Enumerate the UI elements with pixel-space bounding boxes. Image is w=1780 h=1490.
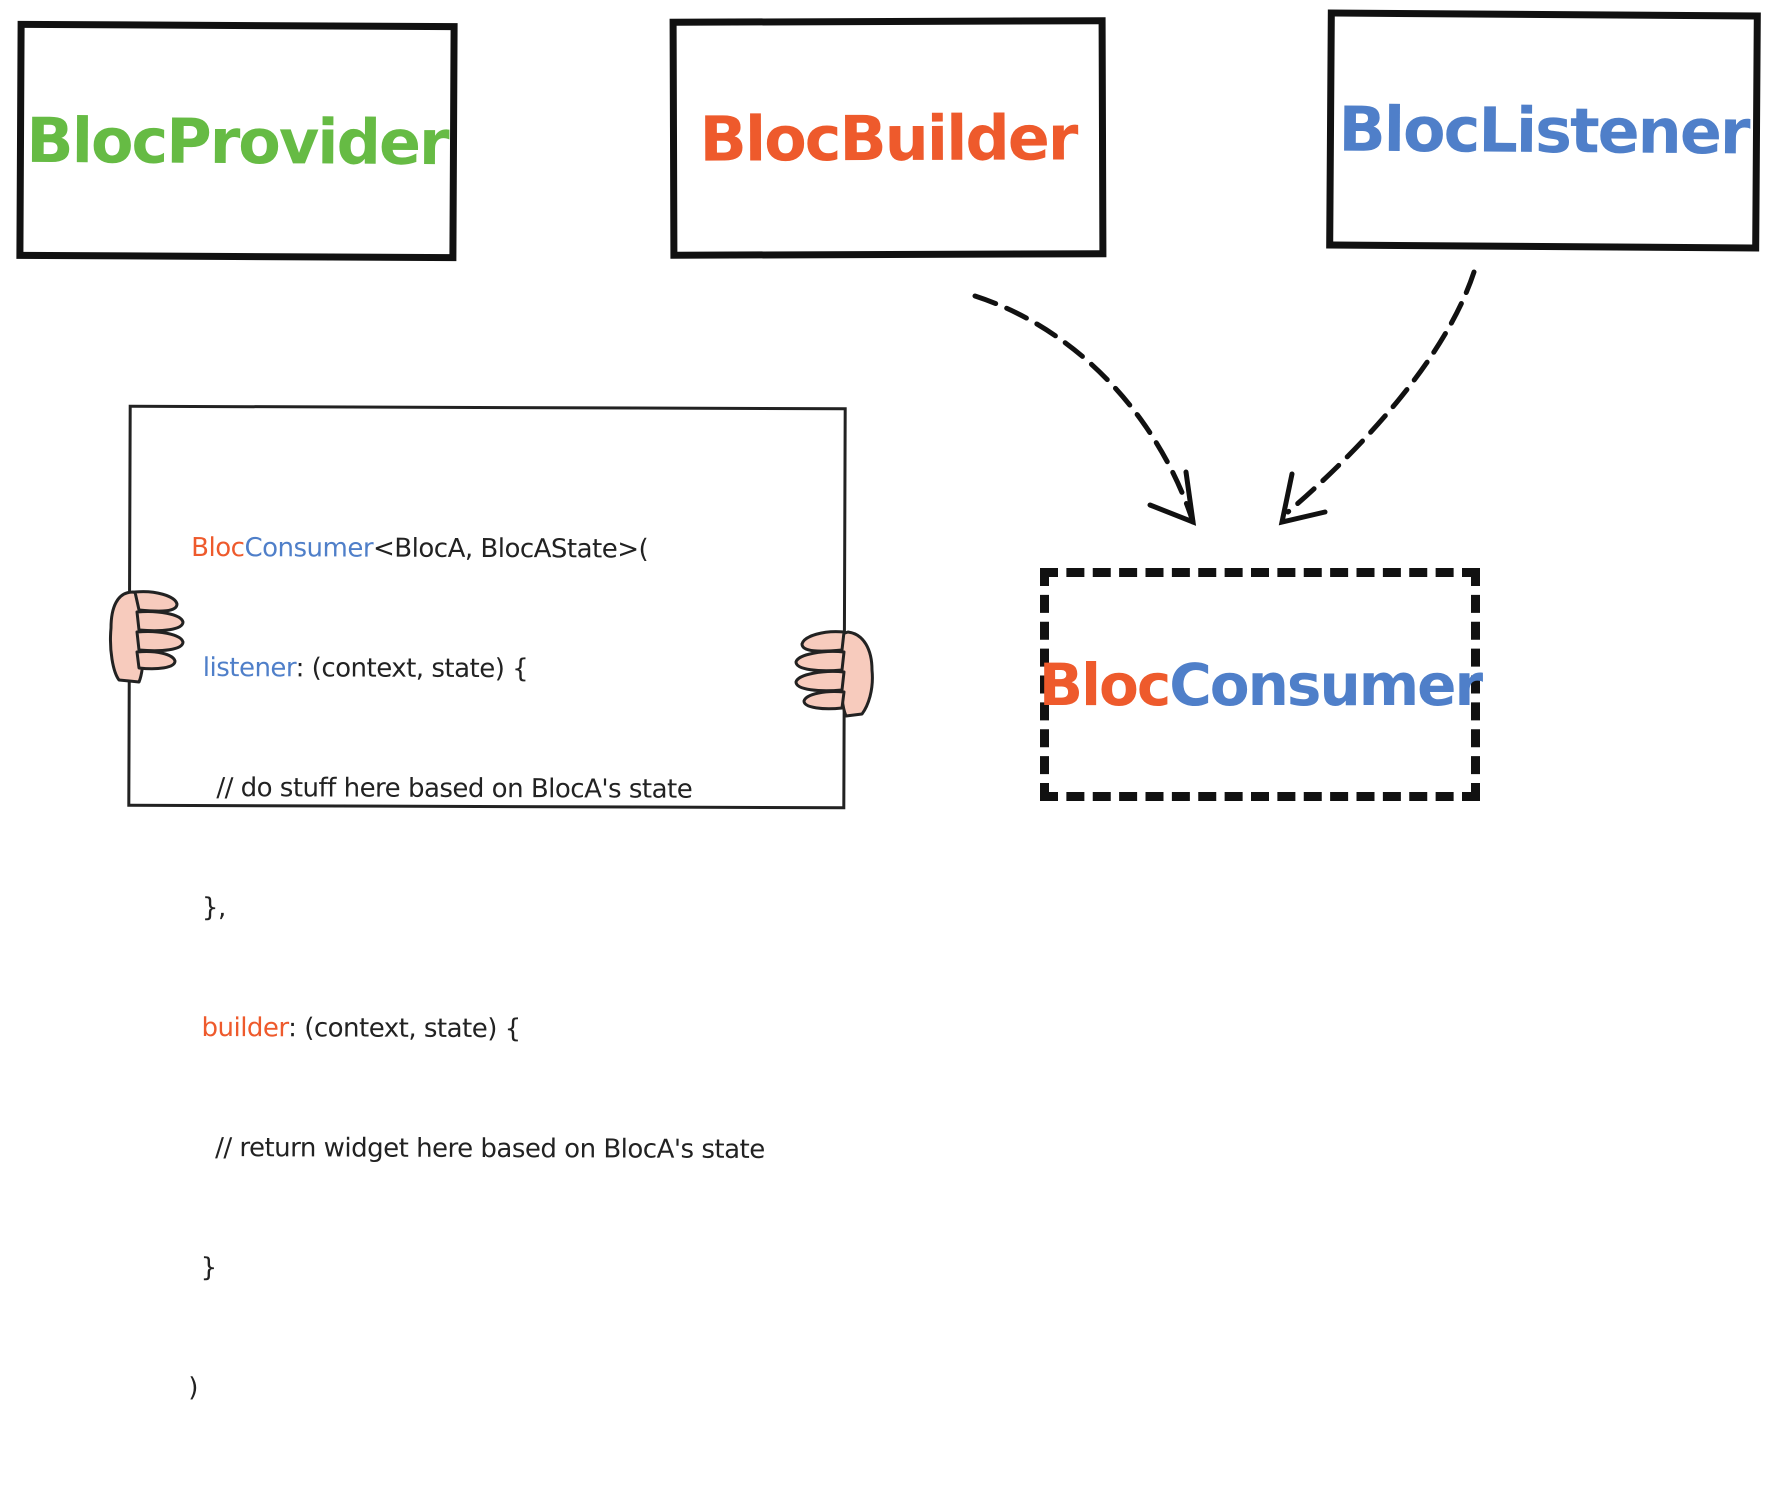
code-token-listener: listener (202, 653, 296, 684)
code-line-3: // do stuff here based on BlocA's state (190, 768, 766, 810)
bloc-listener-box: BlocListener (1326, 9, 1761, 252)
code-line-1: BlocConsumer<BlocA, BlocAState>( (191, 528, 767, 570)
bloc-builder-label: BlocBuilder (699, 100, 1077, 176)
code-token-generic: <BlocA, BlocAState>( (372, 533, 649, 565)
bloc-consumer-box: BlocConsumer (1038, 568, 1483, 801)
code-line-5: builder: (context, state) { (189, 1008, 765, 1050)
arrow-head-listener (1278, 471, 1328, 526)
dashed-arrow-listener-to-consumer (1285, 269, 1477, 515)
bloc-listener-label: BlocListener (1338, 92, 1749, 169)
code-comment-listener: // do stuff here based on BlocA's state (216, 773, 693, 805)
code-token-consumer: Consumer (244, 533, 374, 564)
code-line-7: } (189, 1248, 765, 1290)
code-token-listener-sig: : (context, state) { (295, 653, 529, 685)
code-line-2: listener: (context, state) { (191, 648, 767, 690)
code-token-builder-sig: : (context, state) { (288, 1013, 521, 1045)
code-close-consumer: ) (188, 1372, 198, 1403)
dashed-arrow-builder-to-consumer (972, 293, 1196, 525)
code-close-listener: }, (201, 893, 226, 924)
code-token-builder: builder (201, 1013, 289, 1044)
bloc-consumer-label-part1: Bloc (1038, 650, 1171, 719)
bloc-consumer-label: BlocConsumer (1038, 650, 1483, 719)
bloc-consumer-label-part2: Consumer (1169, 650, 1483, 719)
bloc-provider-box: BlocProvider (16, 20, 458, 262)
code-line-8: ) (188, 1368, 764, 1410)
code-line-6: // return widget here based on BlocA's s… (189, 1128, 765, 1170)
left-hand-icon (109, 590, 185, 684)
code-token-bloc: Bloc (191, 532, 245, 564)
code-sign: BlocConsumer<BlocA, BlocAState>( listene… (127, 404, 847, 1403)
code-block: BlocConsumer<BlocA, BlocAState>( listene… (188, 448, 767, 1490)
right-hand-icon (794, 630, 874, 718)
code-comment-builder: // return widget here based on BlocA's s… (215, 1133, 765, 1165)
bloc-builder-box: BlocBuilder (669, 17, 1107, 259)
bloc-provider-label: BlocProvider (26, 103, 448, 179)
arrow-head-builder (1147, 469, 1197, 526)
code-line-4: }, (190, 888, 766, 930)
code-close-builder: } (200, 1253, 217, 1284)
